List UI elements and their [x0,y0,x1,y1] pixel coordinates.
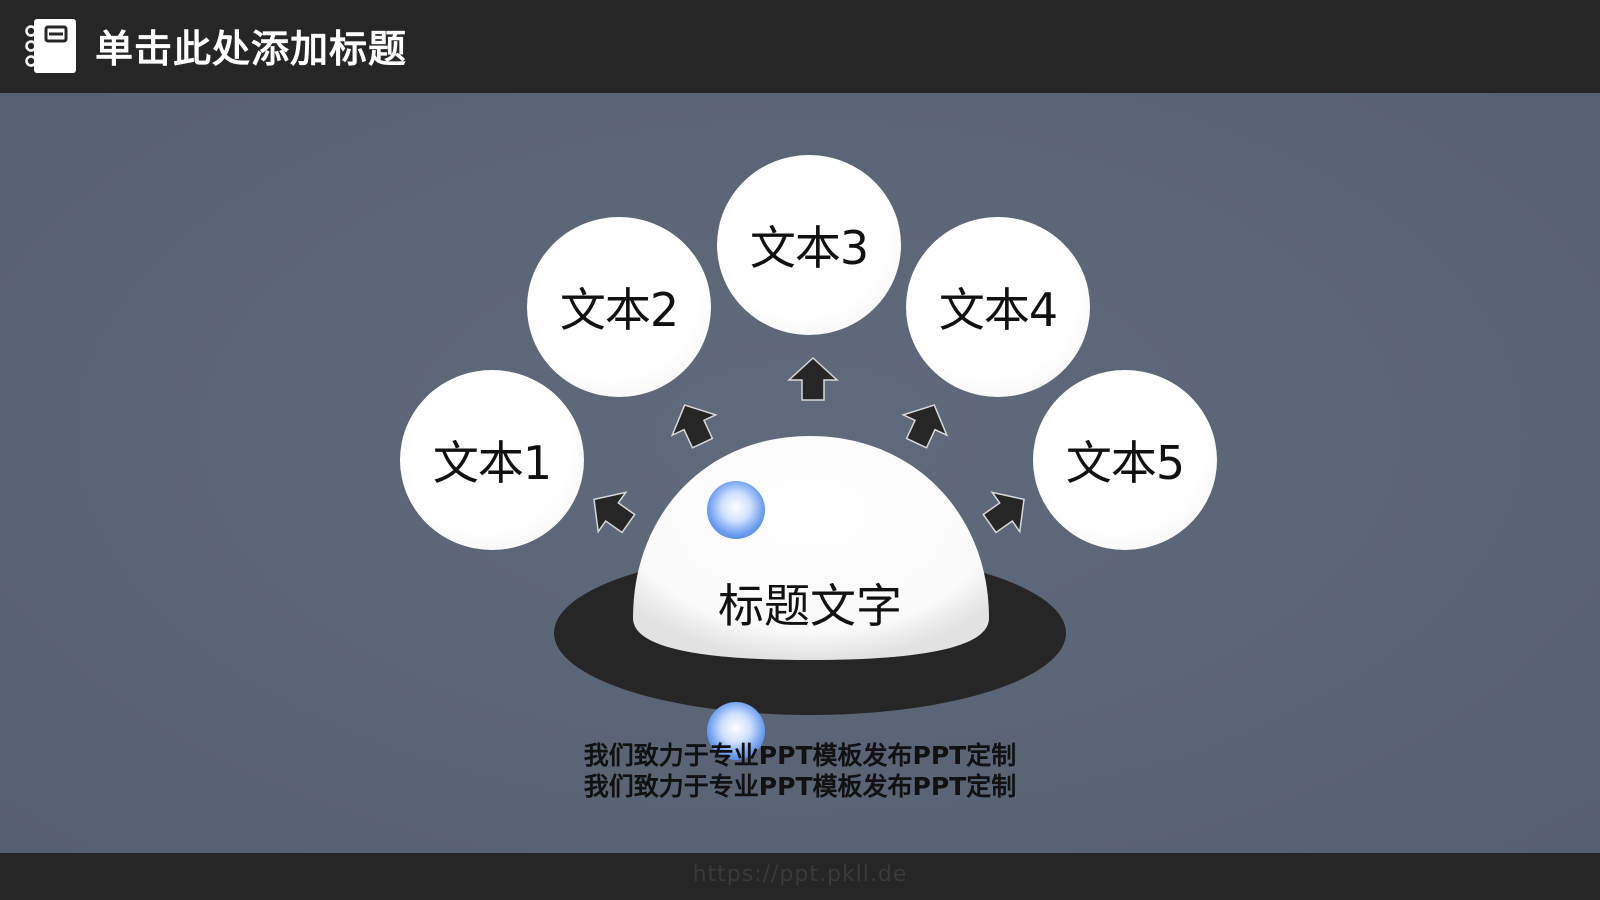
center-title[interactable]: 标题文字 [718,579,902,633]
arrow-to-text4 [894,394,957,455]
node-text5[interactable]: 文本5 [1033,370,1217,550]
node-text1[interactable]: 文本1 [400,370,584,550]
arrow-to-text1 [579,478,643,544]
footer-bar [0,853,1600,900]
node-text3[interactable]: 文本3 [717,155,901,335]
title-bar: 单击此处添加标题 [0,0,1600,93]
slide-title[interactable]: 单击此处添加标题 [95,27,408,71]
notebook-icon [25,19,76,73]
arrow-to-text2 [662,394,725,455]
description-line-1: 我们致力于专业PPT模板发布PPT定制 [583,741,1017,770]
footer-url: https://ppt.pkll.de [692,862,908,887]
node-text4[interactable]: 文本4 [906,217,1090,397]
description-line-2: 我们致力于专业PPT模板发布PPT定制 [583,772,1017,801]
glow-orb-lower [707,702,765,760]
arrow-to-text5 [975,478,1039,544]
glow-orb-upper [707,481,765,539]
node-text2[interactable]: 文本2 [527,217,711,397]
description-text[interactable]: 我们致力于专业PPT模板发布PPT定制 我们致力于专业PPT模板发布PPT定制 [540,740,1060,802]
arrow-to-text3 [788,357,838,401]
